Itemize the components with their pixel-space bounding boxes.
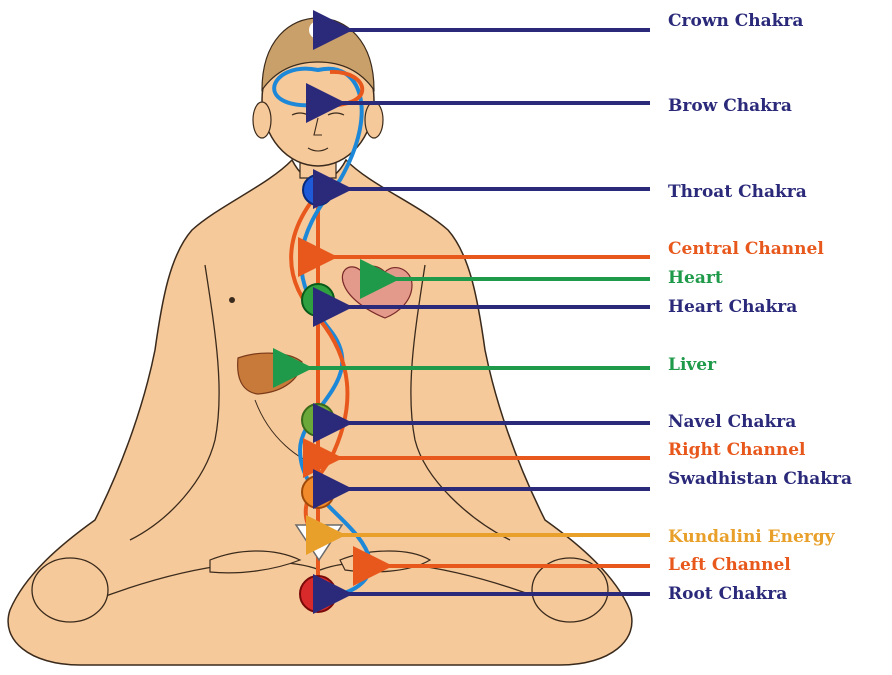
label-root: Root Chakra	[668, 584, 787, 604]
left-ear	[253, 102, 271, 138]
navel-chakra-icon	[302, 404, 334, 436]
label-right-channel: Right Channel	[668, 440, 806, 460]
label-left-channel: Left Channel	[668, 555, 791, 575]
label-heart: Heart	[668, 268, 723, 288]
labels: Crown Chakra Brow Chakra Throat Chakra C…	[668, 11, 852, 604]
label-brow: Brow Chakra	[668, 96, 792, 116]
nipple	[229, 297, 235, 303]
right-ear	[365, 102, 383, 138]
brow-chakra-icon	[309, 94, 327, 112]
label-liver: Liver	[668, 355, 717, 375]
label-heart-chakra: Heart Chakra	[668, 297, 797, 317]
label-central-channel: Central Channel	[668, 239, 824, 259]
crown-chakra-icon	[308, 20, 328, 40]
heart-chakra-icon	[302, 284, 334, 316]
label-navel: Navel Chakra	[668, 412, 796, 432]
swadhistan-chakra-icon	[302, 476, 334, 508]
left-hand	[32, 558, 108, 622]
throat-chakra-icon	[303, 175, 333, 205]
label-swadhistan: Swadhistan Chakra	[668, 469, 852, 489]
root-chakra-icon	[300, 576, 336, 612]
label-throat: Throat Chakra	[668, 182, 807, 202]
label-crown: Crown Chakra	[668, 11, 803, 31]
label-kundalini: Kundalini Energy	[668, 527, 836, 547]
